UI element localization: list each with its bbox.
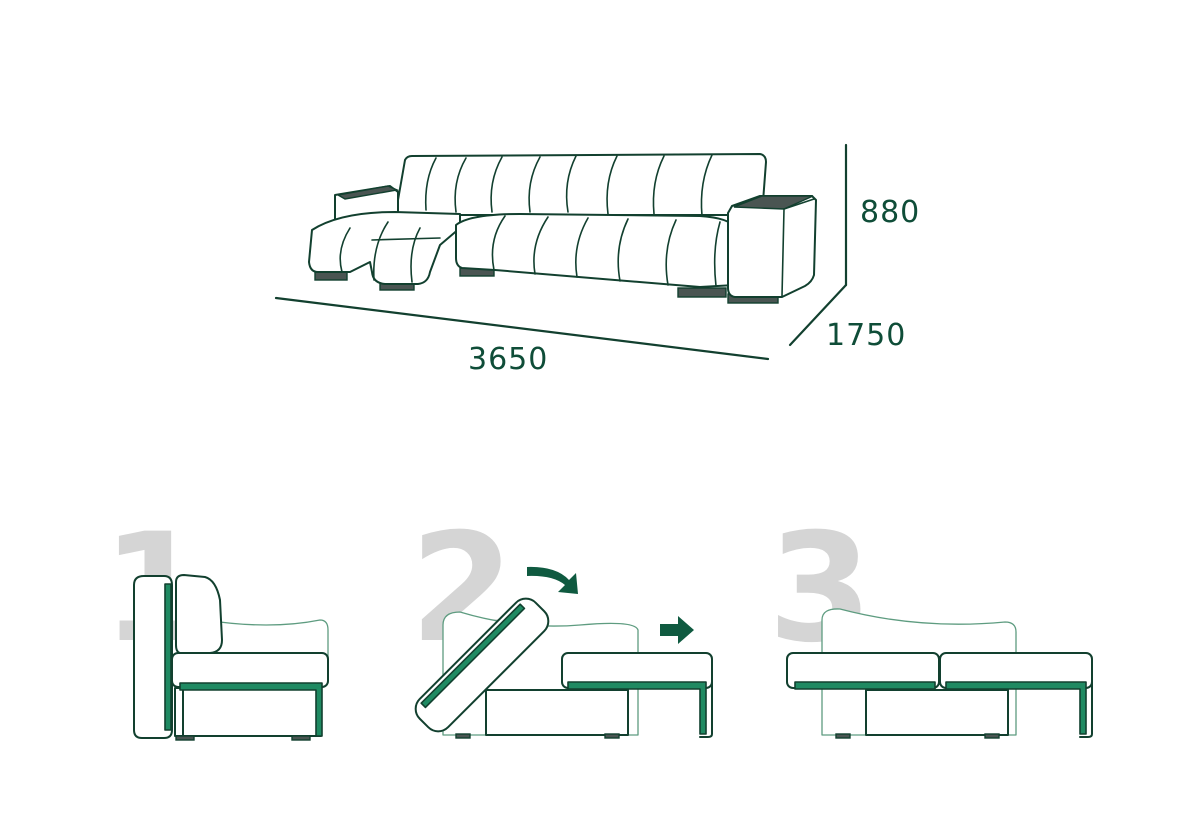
right-armrest <box>727 195 817 298</box>
right-arrow-icon <box>660 616 694 644</box>
sofa-backrest <box>394 153 767 216</box>
corner-sofa-drawing <box>308 153 817 304</box>
right-armrest-top <box>733 195 814 210</box>
back-panel-mechanism <box>164 583 172 731</box>
back-cushion <box>175 574 223 654</box>
main-seat-section <box>455 213 736 288</box>
storage-base <box>865 689 1009 736</box>
mechanism-bar-left <box>794 681 936 690</box>
mechanism-frame <box>179 682 323 737</box>
storage-base <box>174 687 322 737</box>
chaise-section <box>308 211 461 285</box>
seat-seams <box>491 215 721 287</box>
mechanism-frame <box>567 681 707 735</box>
storage-base <box>485 689 629 736</box>
sofa-foot <box>314 271 348 281</box>
depth-dimension-line <box>788 283 848 347</box>
left-armrest-top <box>335 185 400 200</box>
mechanism-frame <box>945 681 1087 735</box>
step-1-sofa-folded <box>133 574 329 741</box>
back-panel <box>133 575 173 739</box>
rotate-arrow-icon <box>527 566 578 594</box>
backrest-seams <box>424 154 713 217</box>
length-label: 3650 <box>468 342 548 377</box>
depth-label: 1750 <box>826 318 906 353</box>
length-dimension-line <box>274 296 770 361</box>
dimension-lines <box>274 143 848 361</box>
step-3-sofa-bed <box>786 608 1093 739</box>
chaise-seams <box>339 221 441 283</box>
height-label: 880 <box>860 195 920 230</box>
step-2-sofa-unfolding <box>414 566 713 739</box>
seat-cushion <box>171 652 329 688</box>
tilting-back-panel <box>414 597 550 733</box>
sofa-foot <box>677 287 727 298</box>
